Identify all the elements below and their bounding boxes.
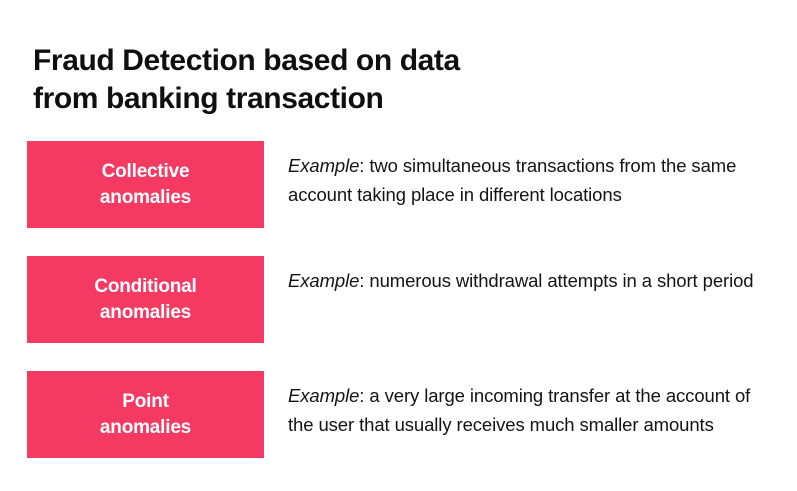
category-box-point-anomalies[interactable]: Point anomalies <box>27 371 264 458</box>
example-lead-label: Example <box>288 270 360 291</box>
category-box-collective-anomalies[interactable]: Collective anomalies <box>27 141 264 228</box>
example-separator: : <box>359 270 370 291</box>
example-description: Example: numerous withdrawal attempts in… <box>288 266 766 295</box>
category-box-conditional-anomalies[interactable]: Conditional anomalies <box>27 256 264 343</box>
category-label: Collective anomalies <box>99 160 192 208</box>
example-description: Example: a very large incoming transfer … <box>288 381 766 439</box>
anomaly-row: Conditional anomalies Example: numerous … <box>0 256 797 343</box>
anomaly-rows-list: Collective anomalies Example: two simult… <box>0 141 797 458</box>
example-text: a very large incoming transfer at the ac… <box>288 385 751 435</box>
anomaly-row: Collective anomalies Example: two simult… <box>0 141 797 228</box>
example-separator: : <box>359 155 370 176</box>
example-lead-label: Example <box>288 385 360 406</box>
example-text: two simultaneous transactions from the s… <box>288 155 737 205</box>
example-description: Example: two simultaneous transactions f… <box>288 151 766 209</box>
category-label: Conditional anomalies <box>94 275 197 323</box>
example-separator: : <box>359 385 370 406</box>
category-label: Point anomalies <box>99 390 192 438</box>
example-lead-label: Example <box>288 155 360 176</box>
page-title: Fraud Detection based on data from banki… <box>33 44 460 116</box>
anomaly-row: Point anomalies Example: a very large in… <box>0 371 797 458</box>
example-text: numerous withdrawal attempts in a short … <box>369 270 754 291</box>
